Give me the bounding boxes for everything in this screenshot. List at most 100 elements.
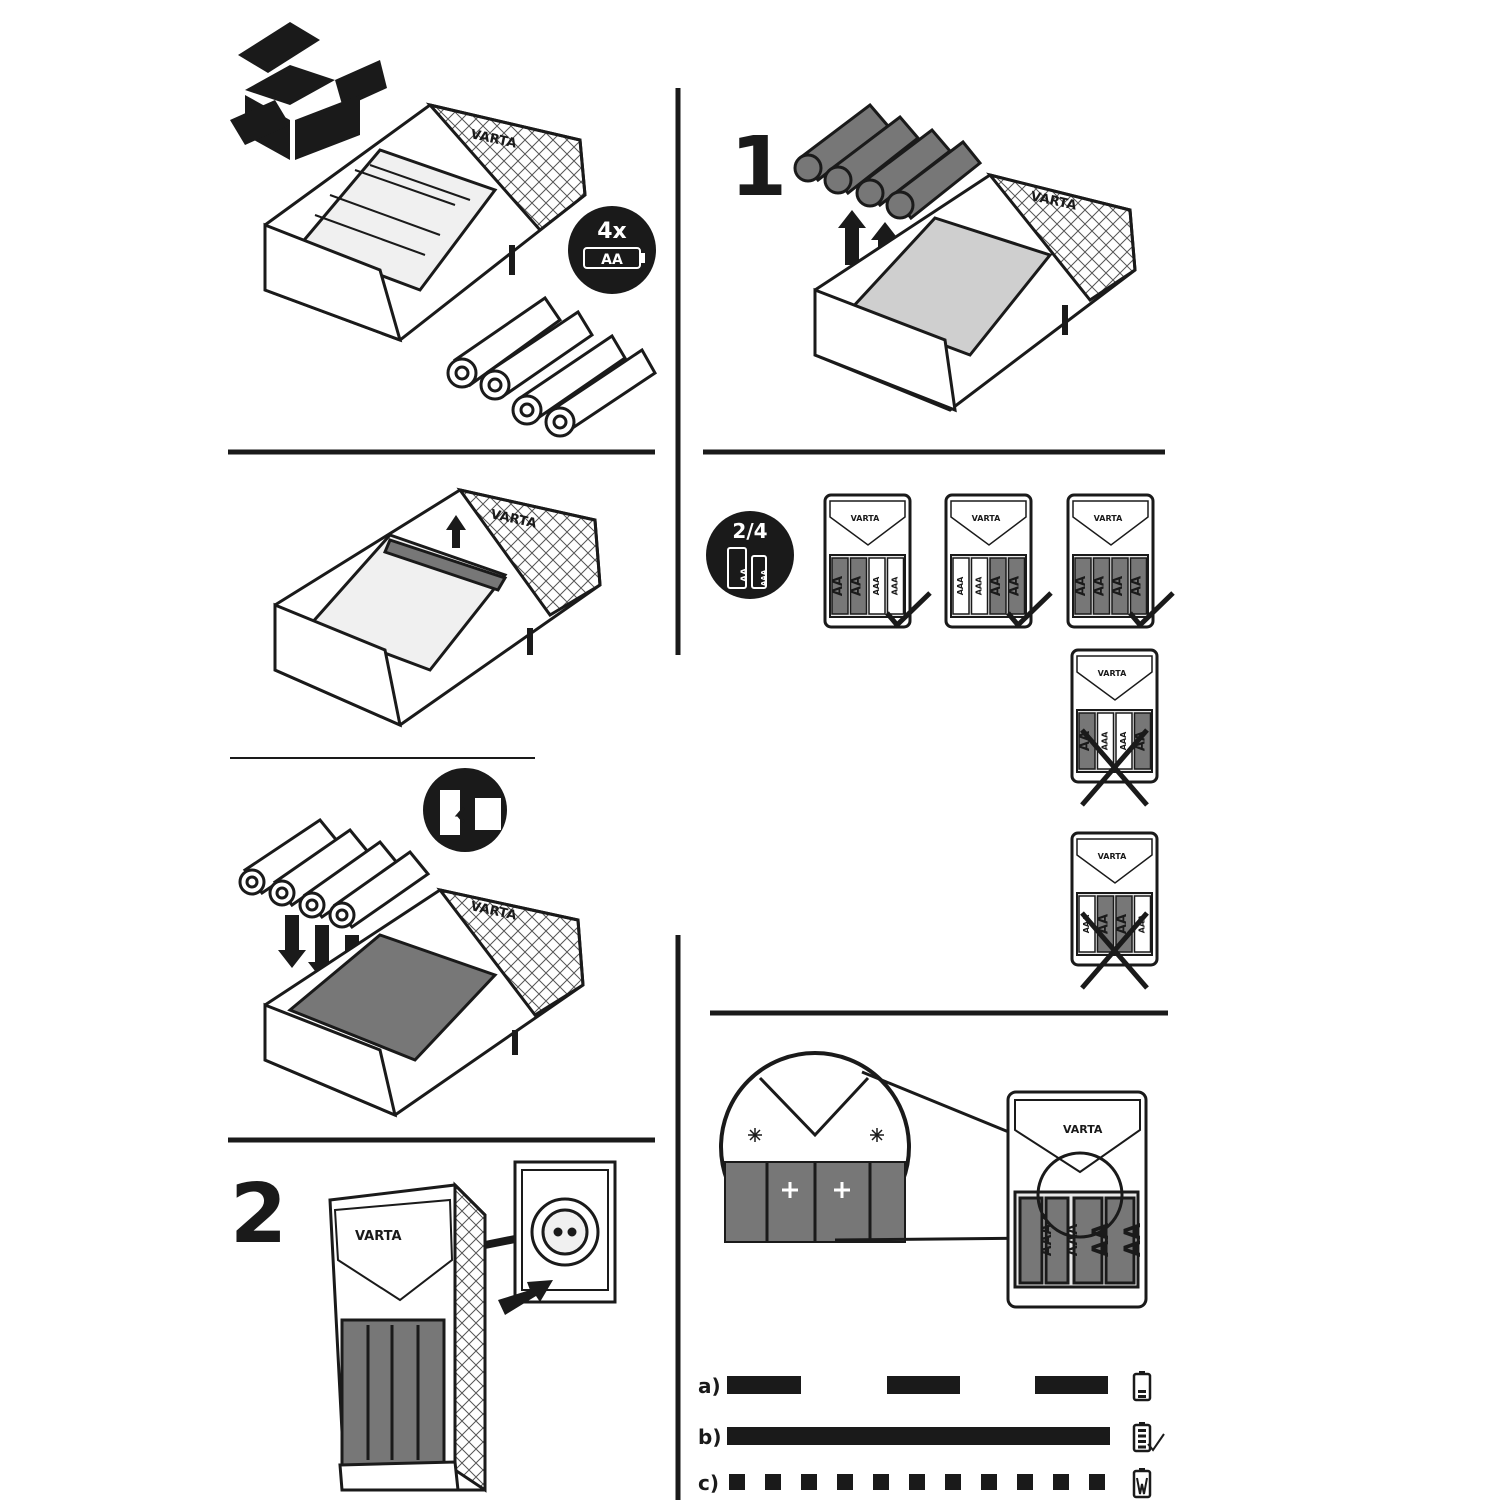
check-icon <box>1147 1433 1165 1452</box>
led-fast-pulse-segment <box>1089 1474 1105 1490</box>
led-fast-pulse-segment <box>765 1474 781 1490</box>
led-pulse-segment <box>1035 1376 1108 1394</box>
slot-label-aaa-2: AAA <box>1065 1224 1081 1257</box>
led-fast-pulse-segment <box>945 1474 961 1490</box>
mini-slot-aaa <box>886 557 905 615</box>
mini-brand-logo: VARTA <box>1098 669 1127 678</box>
step-2-number: 2 <box>230 1167 287 1262</box>
charger-lid-open-illustration <box>273 487 602 728</box>
led-solid-segment <box>727 1427 1110 1445</box>
slot-label-aa-2: AA <box>1121 1223 1146 1257</box>
mini-slot-label: AAA <box>1138 914 1147 933</box>
mini-slot-label: AAA <box>956 576 965 595</box>
plug-in-arrow <box>498 1280 553 1315</box>
mini-slot-label: AAA <box>975 576 984 595</box>
mini-brand-logo: VARTA <box>972 514 1001 523</box>
mini-brand-logo: VARTA <box>1094 514 1123 523</box>
mini-slot-label: AAA <box>1082 914 1091 933</box>
led-pulse-segment <box>887 1376 960 1394</box>
mini-slot-label: AA <box>989 576 1004 596</box>
warning-icon <box>1136 1477 1148 1495</box>
slot-label-aa-1: AA <box>1089 1223 1114 1257</box>
mini-slot-label: AA <box>1115 914 1130 934</box>
brand-logo-front: VARTA <box>1063 1123 1103 1136</box>
mini-slot-label: AA <box>850 576 865 596</box>
wall-socket-illustration <box>513 1160 617 1304</box>
cross-icon <box>1080 728 1149 807</box>
led-legend-row: a) <box>698 1371 1152 1402</box>
led-legend-row: b) <box>698 1422 1165 1453</box>
step-1-number: 1 <box>730 120 787 215</box>
mini-slot-aa <box>849 557 868 615</box>
mini-slot-aaa <box>868 557 886 615</box>
mini-slot-label: AA <box>1008 576 1023 596</box>
led-fast-pulse-segment <box>1017 1474 1033 1490</box>
batteries-removed-group <box>793 102 983 221</box>
mini-slot-aa <box>1111 557 1129 615</box>
led-fast-pulse-segment <box>729 1474 745 1490</box>
led-fast-pulse-segment <box>1053 1474 1069 1490</box>
led-legend-key: b) <box>698 1425 721 1449</box>
brand-logo-upright: VARTA <box>355 1229 402 1244</box>
mini-slot-label: AA <box>1097 914 1112 934</box>
slot-label-aaa-1: AAA <box>1039 1224 1055 1257</box>
mini-slot-label: AA <box>1111 576 1126 596</box>
charger-insert-illustration <box>263 887 585 1118</box>
cross-icon <box>1080 911 1149 990</box>
battery-count-badge: 4x AA <box>568 206 656 294</box>
mini-brand-logo: VARTA <box>851 514 880 523</box>
mini-slot-aaa <box>952 557 970 615</box>
mini-slot-label: AAA <box>1101 731 1110 750</box>
combination-aa-label: AA <box>740 568 750 582</box>
led-legend-row: c) <box>698 1468 1152 1499</box>
led-fast-pulse-segment <box>909 1474 925 1490</box>
combination-ratio: 2/4 <box>732 519 767 543</box>
led-light-icon-right <box>870 1128 884 1142</box>
mini-slot-aa <box>1092 557 1111 615</box>
led-legend-key: a) <box>698 1374 721 1398</box>
combination-badge: 2/4 AA AAA <box>706 511 794 599</box>
charger-front-led-illustration <box>1006 1090 1148 1309</box>
mini-slot-label: AAA <box>891 576 900 595</box>
charger-open-illustration <box>263 102 587 343</box>
open-box-icon <box>230 22 387 160</box>
mini-slot-aa <box>989 557 1007 615</box>
led-legend-key: c) <box>698 1471 719 1495</box>
divider-lines <box>228 88 1168 1500</box>
mini-slot-aaa <box>970 557 989 615</box>
led-fast-pulse-segment <box>981 1474 997 1490</box>
combination-aaa-label: AAA <box>760 569 768 586</box>
check-icon <box>1128 591 1175 629</box>
check-icon <box>885 591 932 629</box>
mini-slot-aa <box>1129 557 1148 615</box>
mini-slot-label: AAA <box>872 576 881 595</box>
loose-batteries-group <box>446 295 657 438</box>
battery-type-label: AA <box>601 252 623 268</box>
mini-slot-label: AA <box>831 576 846 596</box>
led-fast-pulse-segment <box>873 1474 889 1490</box>
charger-upright-illustration <box>328 1181 521 1493</box>
mini-slot-label: AA <box>1093 576 1108 596</box>
led-zoom-illustration <box>719 1051 1049 1243</box>
mini-slot-aaa <box>1078 895 1096 953</box>
mini-slot-aa <box>831 557 849 615</box>
led-fast-pulse-segment <box>837 1474 853 1490</box>
mini-slot-aa <box>1074 557 1092 615</box>
mini-slot-aa <box>1078 712 1096 770</box>
check-icon <box>1006 591 1053 629</box>
mini-brand-logo: VARTA <box>1098 852 1127 861</box>
battery-count-label: 4x <box>597 219 627 244</box>
led-fast-pulse-segment <box>801 1474 817 1490</box>
charger-step1-illustration <box>813 172 1137 413</box>
lid-up-arrow <box>446 515 466 548</box>
led-pulse-segment <box>727 1376 801 1394</box>
mini-slot-label: AA <box>1074 576 1089 596</box>
mini-slot-label: AA <box>1130 576 1145 596</box>
